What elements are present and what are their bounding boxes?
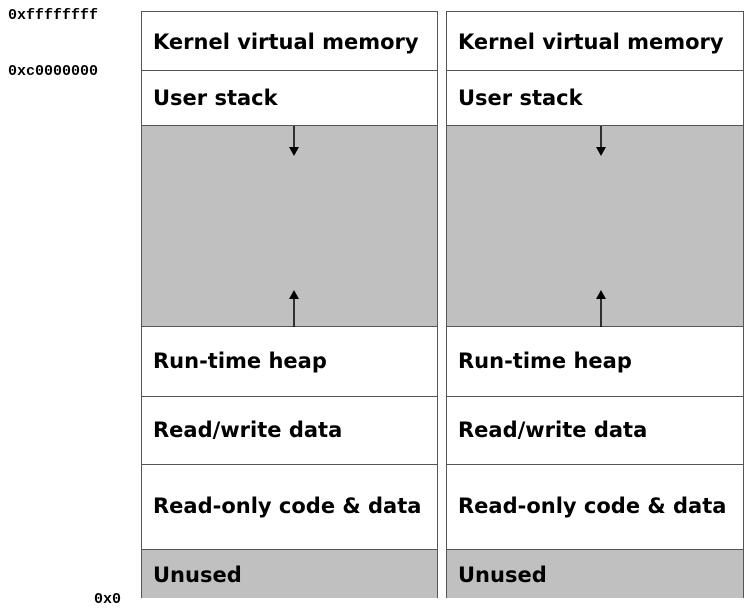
region-label: Read/write data	[153, 418, 343, 442]
region-label: Unused	[458, 563, 547, 587]
arrow-down-icon	[596, 126, 606, 156]
region-label: Run-time heap	[458, 349, 632, 373]
region-read-write-data: Read/write data	[142, 397, 437, 465]
region-label: Read/write data	[458, 418, 648, 442]
region-label: Kernel virtual memory	[153, 30, 419, 54]
region-run-time-heap: Run-time heap	[142, 327, 437, 397]
region-label: User stack	[458, 86, 583, 110]
region-label: Read-only code & data	[153, 494, 422, 518]
memory-layout-column-1: Kernel virtual memory User stack Run-tim…	[141, 11, 438, 598]
arrow-down-icon	[289, 126, 299, 156]
region-label: User stack	[153, 86, 278, 110]
region-user-stack: User stack	[447, 71, 743, 126]
region-unused: Unused	[447, 550, 743, 598]
region-label: Unused	[153, 563, 242, 587]
region-user-stack: User stack	[142, 71, 437, 126]
address-bottom-label: 0x0	[94, 591, 122, 608]
region-free-gap	[142, 126, 437, 327]
region-kernel-virtual-memory: Kernel virtual memory	[447, 12, 743, 71]
memory-layout-column-2: Kernel virtual memory User stack Run-tim…	[446, 11, 744, 598]
gap-arrows	[596, 126, 606, 327]
address-top-label: 0xffffffff	[8, 7, 99, 24]
arrow-up-icon	[596, 290, 606, 327]
region-read-only-code-data: Read-only code & data	[447, 465, 743, 550]
region-label: Run-time heap	[153, 349, 327, 373]
region-label: Read-only code & data	[458, 494, 727, 518]
region-unused: Unused	[142, 550, 437, 598]
region-kernel-virtual-memory: Kernel virtual memory	[142, 12, 437, 71]
address-kernel-base-label: 0xc0000000	[8, 63, 99, 80]
region-read-write-data: Read/write data	[447, 397, 743, 465]
region-run-time-heap: Run-time heap	[447, 327, 743, 397]
arrow-up-icon	[289, 290, 299, 327]
region-label: Kernel virtual memory	[458, 30, 724, 54]
region-free-gap	[447, 126, 743, 327]
gap-arrows	[289, 126, 299, 327]
region-read-only-code-data: Read-only code & data	[142, 465, 437, 550]
